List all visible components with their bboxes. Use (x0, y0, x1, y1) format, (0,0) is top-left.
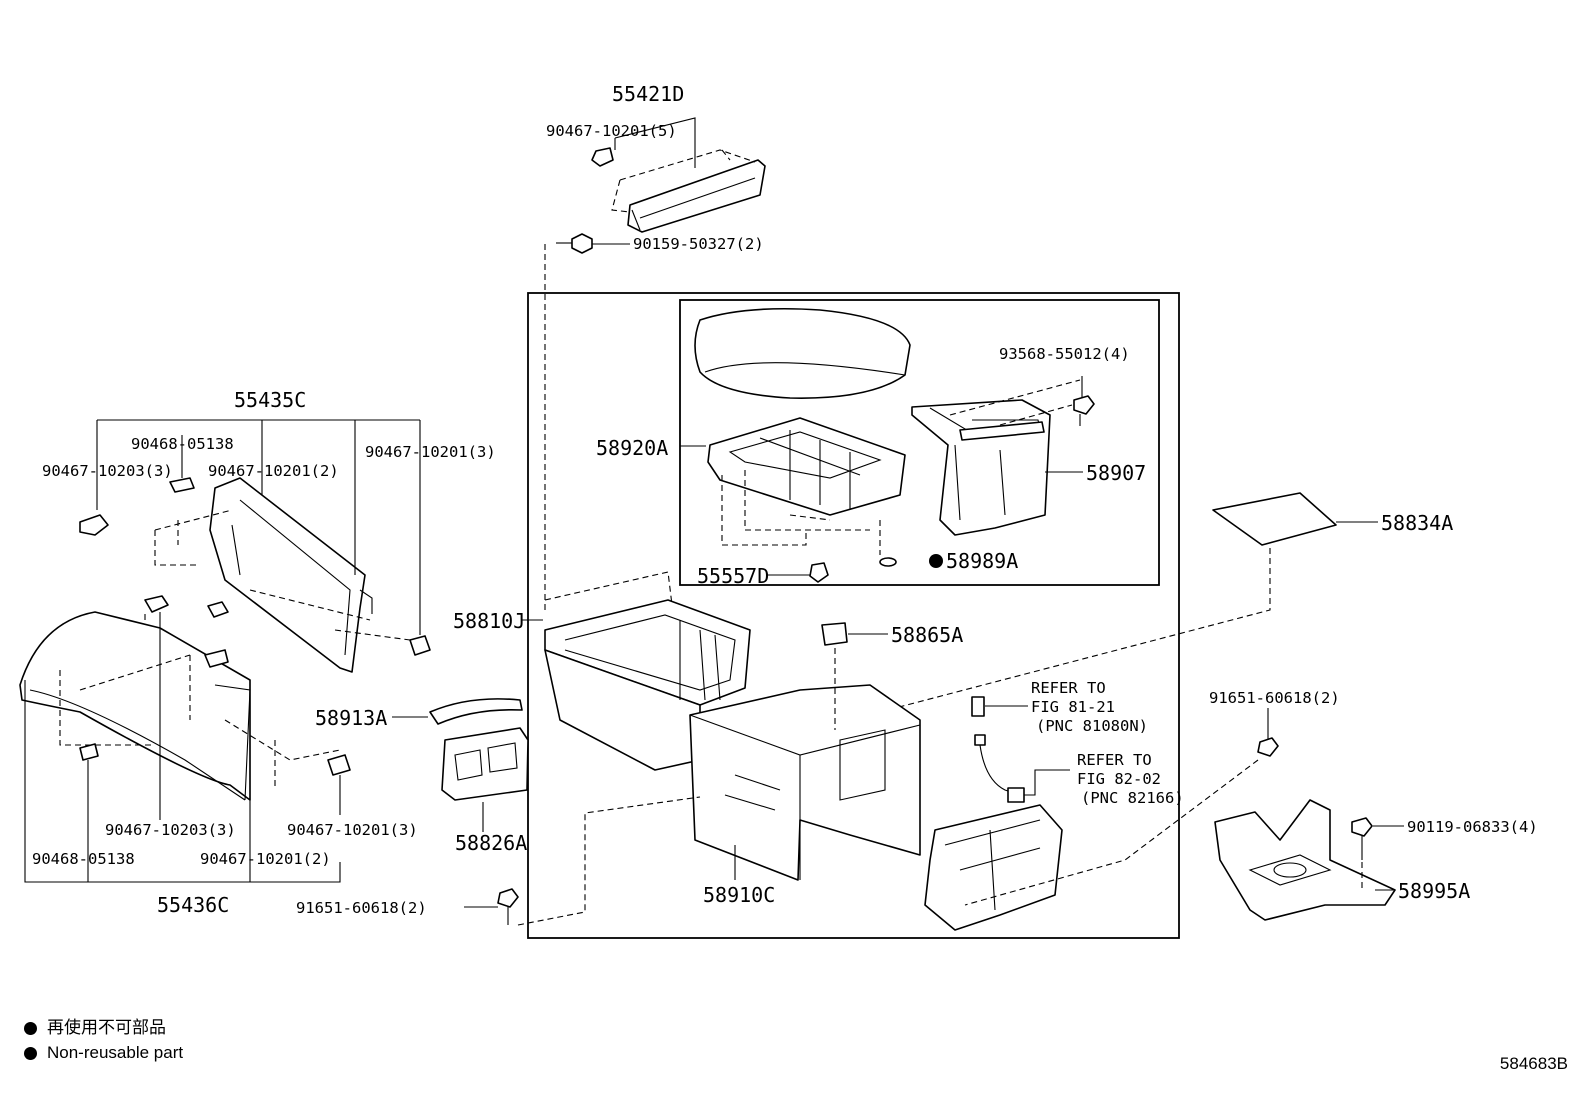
pad-58989A[interactable] (879, 557, 897, 567)
console-body-58810J[interactable] (544, 599, 751, 771)
bolt-93568-55012[interactable] (1073, 395, 1095, 426)
refer-2-line1: REFER TO (1077, 751, 1152, 769)
clip-90468-05138-bottom[interactable] (79, 743, 99, 761)
refer-2-line3: (PNC 82166) (1081, 789, 1184, 807)
illustration-number: 584683B (1499, 1054, 1568, 1073)
legend-english-text: Non-reusable part (47, 1043, 184, 1062)
label-58920A: 58920A (596, 436, 668, 460)
label-90467-10203-3-top: 90467-10203(3) (42, 462, 173, 480)
switch-panel-58826A[interactable] (441, 727, 529, 801)
label-90467-10201-2-bottom: 90467-10201(2) (200, 850, 331, 868)
label-90159-50327-2: 90159-50327(2) (633, 235, 764, 253)
label-58910C: 58910C (703, 883, 775, 907)
mat-58834A[interactable] (1212, 492, 1337, 546)
label-55421D: 55421D (612, 82, 684, 106)
screw-90159-50327[interactable] (556, 233, 593, 254)
label-90467-10203-3-bottom: 90467-10203(3) (105, 821, 236, 839)
hinge-bracket-58907[interactable] (911, 399, 1051, 536)
label-90468-05138-bottom: 90468-05138 (32, 850, 135, 868)
label-55435C: 55435C (234, 388, 306, 412)
bracket-58995A[interactable] (1214, 799, 1396, 921)
clip-90467-10201-3-top[interactable] (409, 635, 431, 656)
inner-bracket[interactable] (924, 804, 1063, 931)
clip-90467-10203-top[interactable] (79, 514, 109, 536)
trim-58913A[interactable] (429, 698, 523, 725)
panel-55435C[interactable] (209, 477, 373, 673)
refer-2-line2: FIG 82-02 (1077, 770, 1161, 788)
bolt-91651-60618-right[interactable] (1257, 722, 1279, 757)
label-93568-55012-4: 93568-55012(4) (999, 345, 1130, 363)
label-58989A: 58989A (946, 549, 1018, 573)
label-58810J: 58810J (453, 609, 525, 633)
non-reusable-dot-icon (24, 1022, 37, 1036)
non-reusable-dot-icon (24, 1047, 37, 1061)
label-58865A: 58865A (891, 623, 963, 647)
clip-90467-10201-2-bottom[interactable] (204, 649, 229, 668)
bolt-91651-60618-bottom[interactable] (497, 888, 519, 925)
refer-1-line1: REFER TO (1031, 679, 1106, 697)
clip-90468-05138-top[interactable] (169, 477, 195, 493)
armrest-subassembly-frame (679, 299, 1160, 586)
label-91651-60618-2-bottom: 91651-60618(2) (296, 899, 427, 917)
refer-1-line3: (PNC 81080N) (1036, 717, 1148, 735)
clip-90467-10203-bottom-a[interactable] (144, 595, 169, 613)
label-90467-10201-2-top: 90467-10201(2) (208, 462, 339, 480)
label-58907: 58907 (1086, 461, 1146, 485)
label-55436C: 55436C (157, 893, 229, 917)
clip-55557D[interactable] (809, 562, 829, 583)
armrest-base-58920A[interactable] (707, 417, 906, 516)
legend-japanese-text: 再使用不可部品 (47, 1018, 166, 1037)
clip-90467-10201-5[interactable] (591, 147, 614, 167)
label-55557D: 55557D (697, 564, 769, 588)
legend-japanese: 再使用不可部品 (24, 1017, 166, 1039)
legend-english: Non-reusable part (24, 1042, 183, 1064)
label-58826A: 58826A (455, 831, 527, 855)
clip-upper-inner[interactable] (207, 601, 229, 618)
label-90467-10201-5: 90467-10201(5) (546, 122, 677, 140)
label-58913A: 58913A (315, 706, 387, 730)
clip-90467-10201-3-bottom[interactable] (327, 754, 351, 776)
label-90468-05138-top: 90468-05138 (131, 435, 234, 453)
panel-55436C[interactable] (19, 611, 251, 801)
label-90119-06833-4: 90119-06833(4) (1407, 818, 1538, 836)
usb-harness[interactable] (971, 696, 1025, 803)
label-90467-10201-3-bottom: 90467-10201(3) (287, 821, 418, 839)
bolt-90119-06833[interactable] (1351, 817, 1373, 860)
armrest-lid[interactable] (694, 307, 911, 399)
label-90467-10201-3-top: 90467-10201(3) (365, 443, 496, 461)
non-reusable-mark (929, 554, 943, 568)
label-58834A: 58834A (1381, 511, 1453, 535)
label-58995A: 58995A (1398, 879, 1470, 903)
clip-58865A[interactable] (821, 622, 848, 646)
label-91651-60618-2-right: 91651-60618(2) (1209, 689, 1340, 707)
refer-1-line2: FIG 81-21 (1031, 698, 1115, 716)
console-assembly-frame (527, 292, 1180, 939)
console-front-58910C[interactable] (689, 684, 921, 881)
panel-55421D[interactable] (627, 159, 766, 233)
